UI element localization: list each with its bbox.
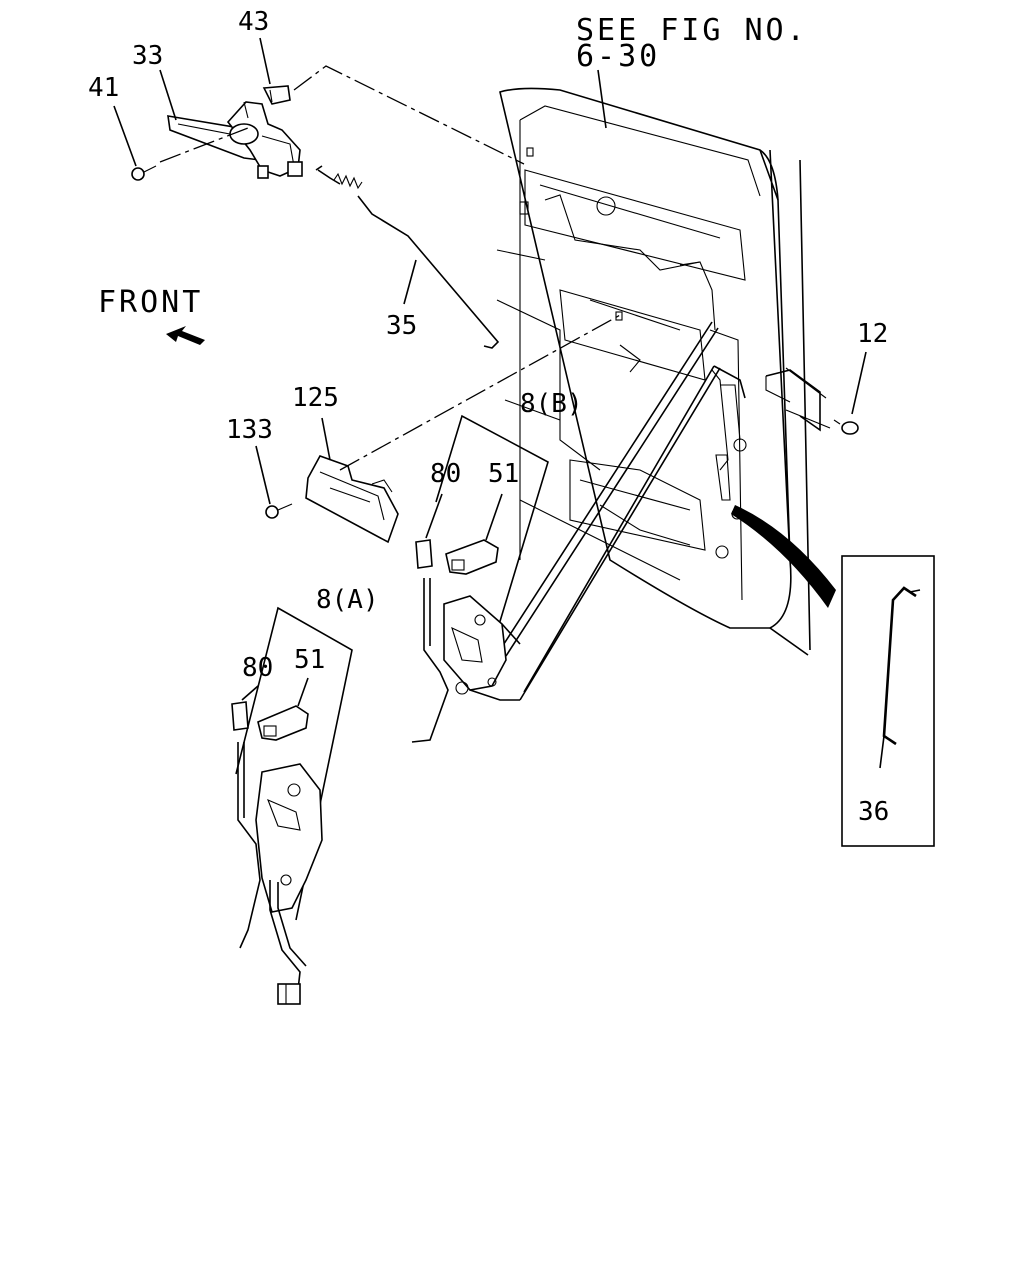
leader-51a xyxy=(297,677,309,707)
callout-80a: 80 xyxy=(242,653,273,683)
callout-33: 33 xyxy=(132,41,163,71)
door-inner-panel xyxy=(496,87,811,656)
clip-43 xyxy=(262,85,291,105)
screw-41 xyxy=(131,165,157,181)
clip-51-b xyxy=(445,539,499,575)
leader-125 xyxy=(321,417,331,461)
leader-133 xyxy=(255,445,271,505)
callout-133: 133 xyxy=(226,415,273,445)
screw-12 xyxy=(833,351,867,435)
clip-80-a xyxy=(231,701,249,731)
front-label: FRONT xyxy=(98,285,203,320)
figure-reference-line2: 6-30 xyxy=(576,39,660,74)
dash-125 xyxy=(339,313,623,471)
leader-35 xyxy=(403,259,417,305)
callout-12: 12 xyxy=(857,319,888,349)
dash-41 xyxy=(159,127,249,163)
leader-80b xyxy=(425,493,443,539)
callout-35: 35 xyxy=(386,311,417,341)
callout-36: 36 xyxy=(858,797,889,827)
clip-80-b xyxy=(415,539,433,569)
leader-43 xyxy=(259,37,271,85)
leader-41 xyxy=(113,105,137,167)
callout-51a: 51 xyxy=(294,645,325,675)
callout-80b: 80 xyxy=(430,459,461,489)
screw-133 xyxy=(265,503,293,519)
latch-assembly-8b xyxy=(411,414,549,743)
bracket-125 xyxy=(305,455,399,544)
callout-8b: 8(B) xyxy=(520,389,583,419)
figure-reference-line1: SEE FIG NO. xyxy=(576,13,808,48)
detail-box-36 xyxy=(841,555,935,847)
leader-80a xyxy=(241,685,259,701)
leader-33 xyxy=(159,69,177,121)
clip-51-a xyxy=(257,705,309,741)
callout-8a: 8(A) xyxy=(316,585,379,615)
callout-43: 43 xyxy=(238,7,269,37)
front-arrow-icon xyxy=(166,326,205,345)
detail-pointer xyxy=(731,505,836,608)
dash-43 xyxy=(293,65,525,165)
callout-41: 41 xyxy=(88,73,119,103)
outside-handle-33 xyxy=(167,101,303,179)
rod-35 xyxy=(315,165,500,349)
callout-125: 125 xyxy=(292,383,339,413)
leader-51b xyxy=(485,493,503,541)
leader-header xyxy=(597,69,607,129)
door-latch-bracket xyxy=(765,367,831,432)
callout-51b: 51 xyxy=(488,459,519,489)
lock-rods xyxy=(499,321,746,701)
latch-assembly-8a xyxy=(235,606,353,1005)
